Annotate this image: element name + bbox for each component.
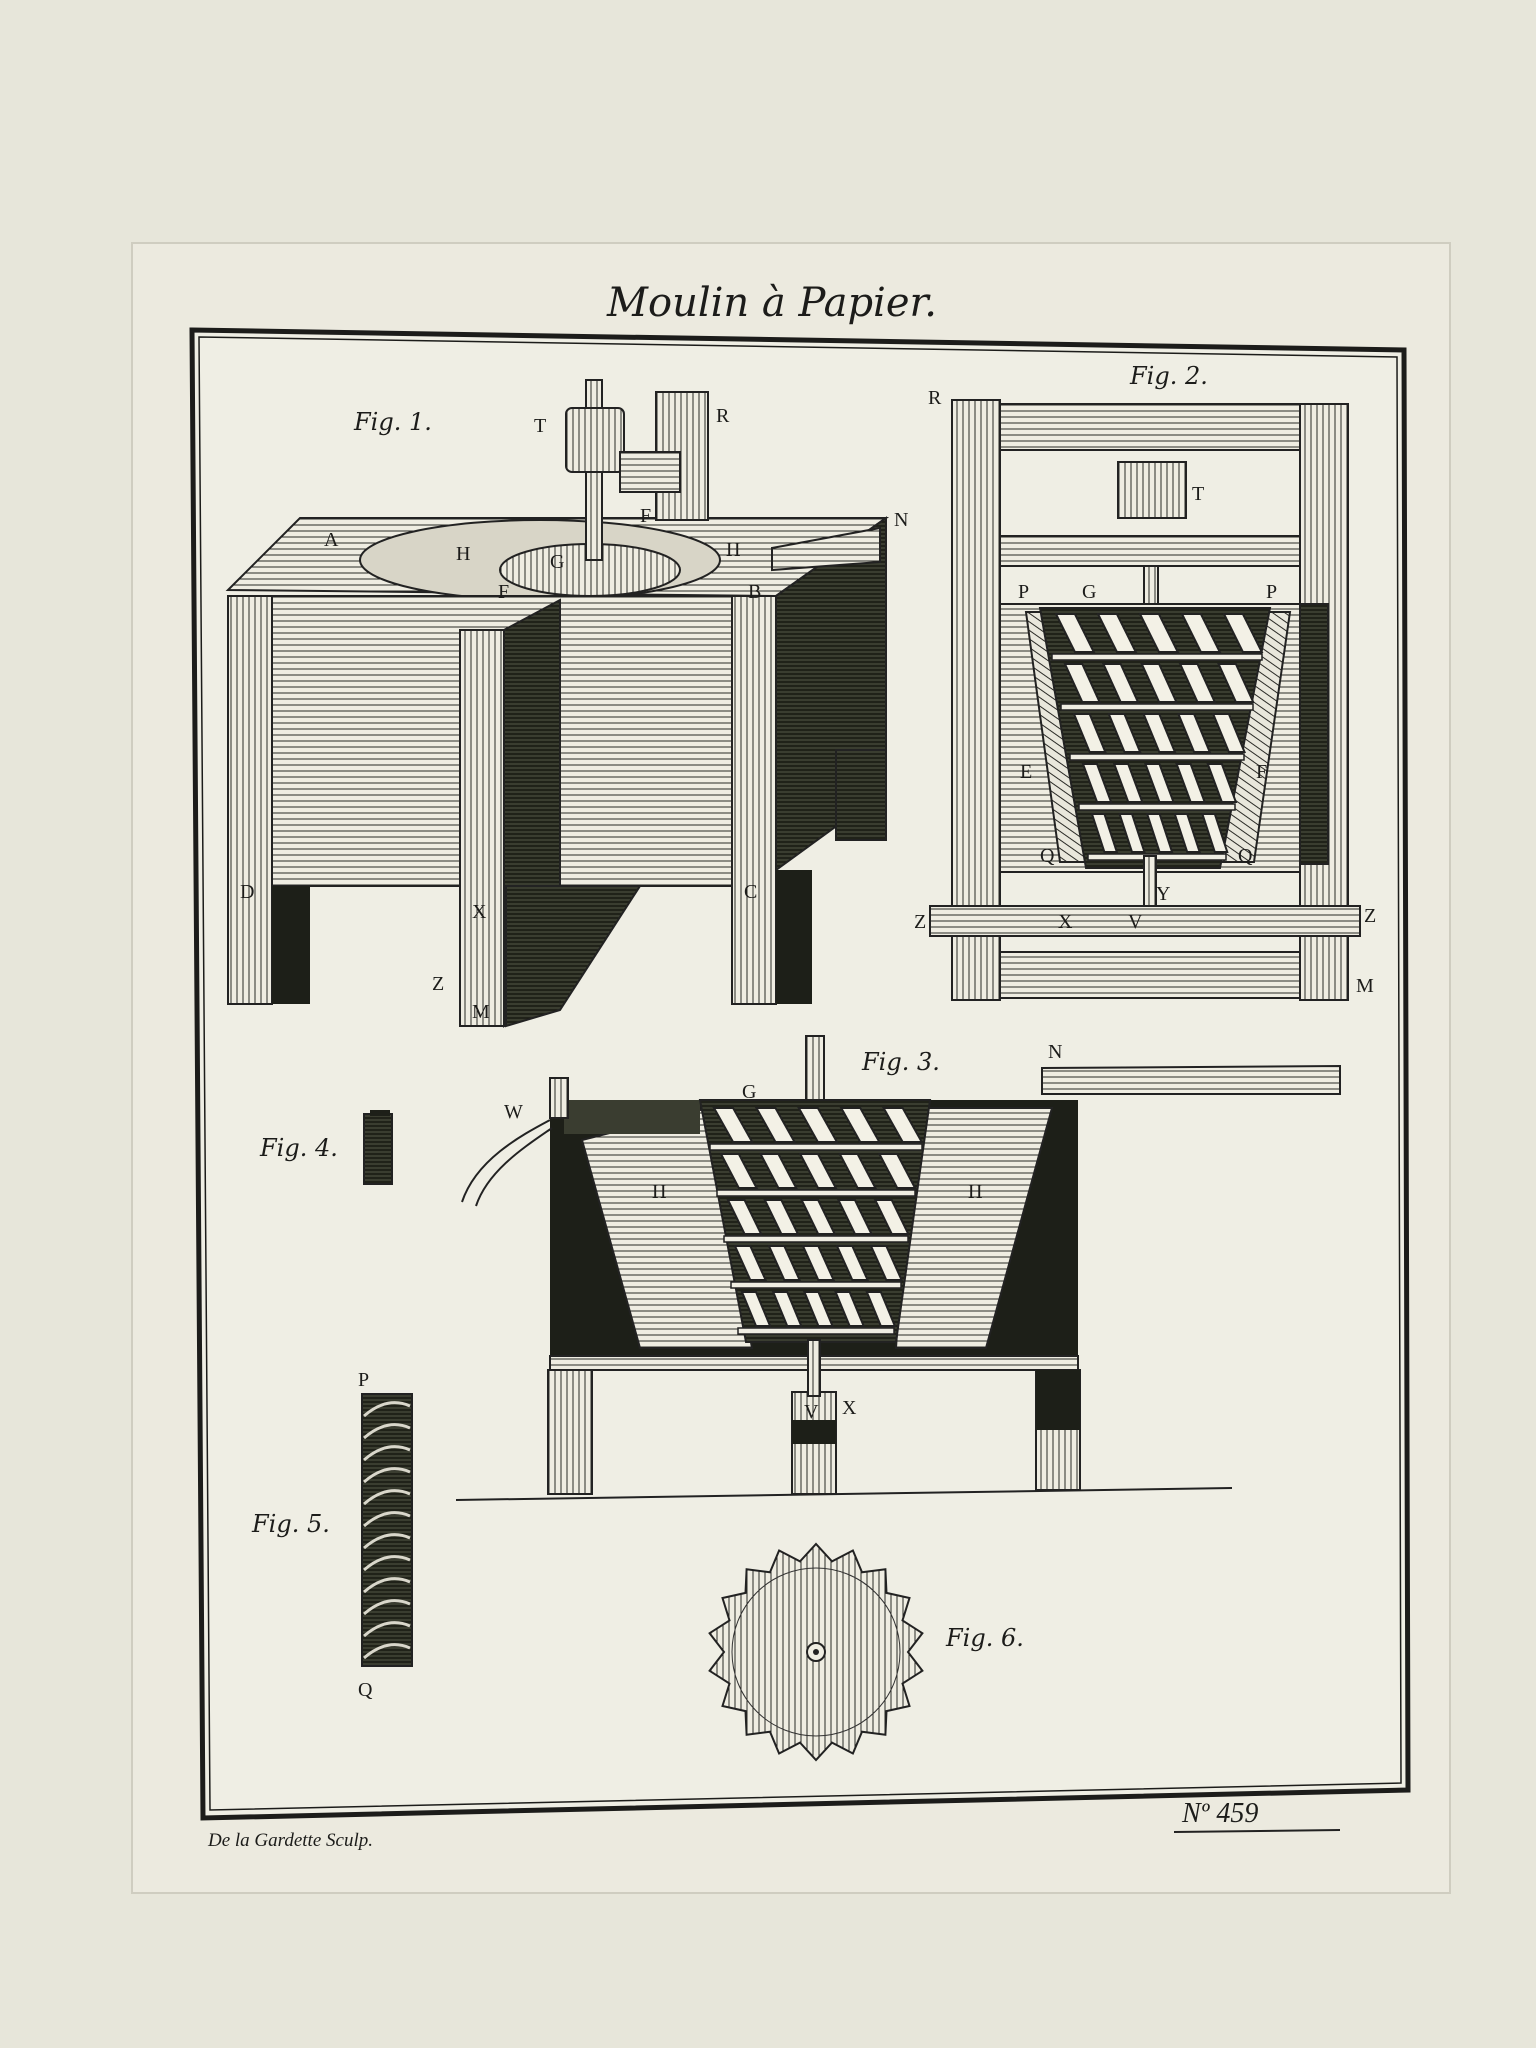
fig2-label-e: E	[1020, 761, 1032, 783]
fig2-caption: Fig. 2.	[1129, 362, 1208, 390]
fig1-label-h2: H	[726, 539, 740, 561]
figure-5: P Q Fig. 5.	[251, 1369, 413, 1701]
fig2-label-y: Y	[1156, 883, 1170, 905]
fig3-label-v: V	[804, 1401, 819, 1423]
fig1-label-n: N	[894, 509, 908, 531]
plate-number: Nº 459	[1181, 1798, 1258, 1829]
fig3-label-n: N	[1048, 1041, 1062, 1063]
fig1-label-a: A	[324, 529, 339, 551]
fig1-label-g: G	[550, 551, 564, 573]
figure-2: Fig. 2. R T P G P E F Q Q Y Z X V Z M	[914, 362, 1376, 1001]
fig2-label-t: T	[1192, 483, 1204, 505]
fig1-label-x: X	[472, 901, 487, 923]
figure-3: Fig. 3. G N W H H V X	[455, 1035, 1341, 1501]
fig2-label-v: V	[1128, 911, 1143, 933]
fig1-label-z: Z	[432, 973, 444, 995]
fig4-caption: Fig. 4.	[259, 1134, 338, 1162]
engraver-signature: De la Gardette Sculp.	[207, 1830, 373, 1851]
fig2-label-x: X	[1058, 911, 1073, 933]
fig5-caption: Fig. 5.	[251, 1510, 330, 1538]
fig2-label-p2: P	[1266, 581, 1277, 603]
fig1-label-f1: F	[640, 505, 651, 527]
fig3-label-h2: H	[968, 1181, 982, 1203]
fig1-label-t: T	[534, 415, 546, 437]
fig2-label-m: M	[1356, 975, 1374, 997]
fig5-label-q: Q	[358, 1679, 373, 1701]
fig2-label-g: G	[1082, 581, 1096, 603]
fig1-label-r: R	[716, 405, 730, 427]
fig3-label-x: X	[842, 1397, 857, 1419]
fig3-caption: Fig. 3.	[861, 1048, 940, 1076]
figure-6: Fig. 6.	[708, 1542, 1024, 1762]
fig2-label-z2: Z	[1364, 905, 1376, 927]
fig3-label-w: W	[504, 1101, 523, 1123]
fig2-label-p1: P	[1018, 581, 1029, 603]
plate-title: Moulin à Papier.	[606, 280, 937, 326]
fig1-label-b: B	[748, 581, 761, 603]
fig3-label-g: G	[742, 1081, 756, 1103]
fig2-label-q1: Q	[1040, 845, 1055, 867]
fig1-label-f2: F	[498, 581, 509, 603]
figure-4: Fig. 4.	[259, 1110, 393, 1185]
fig2-label-z1: Z	[914, 911, 926, 933]
fig6-caption: Fig. 6.	[945, 1624, 1024, 1652]
fig3-label-h1: H	[652, 1181, 666, 1203]
fig2-label-f: F	[1256, 761, 1267, 783]
plate-border-inner	[198, 336, 1402, 1811]
fig1-label-m: M	[472, 1001, 490, 1023]
fig1-caption: Fig. 1.	[353, 408, 432, 436]
fig1-label-c: C	[744, 881, 757, 903]
fig5-label-p: P	[358, 1369, 369, 1391]
fig2-label-q2: Q	[1238, 845, 1253, 867]
figure-1: Fig. 1. T R A N H H G F F B D C X Z M	[225, 379, 908, 1028]
fig2-label-r: R	[928, 387, 942, 409]
fig1-label-h1: H	[456, 543, 470, 565]
fig1-label-d: D	[240, 881, 254, 903]
